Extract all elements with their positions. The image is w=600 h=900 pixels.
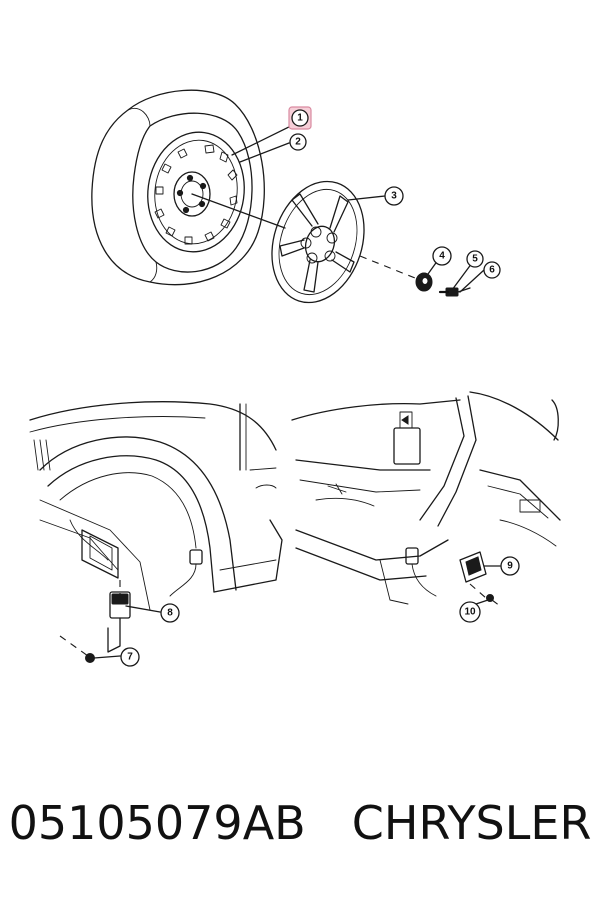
callout-2-label: 2 <box>295 137 301 148</box>
tire-outline <box>91 89 265 286</box>
tire-and-wheel-assembly <box>91 89 265 286</box>
wheel-rim-slots <box>154 144 238 245</box>
callout-4[interactable]: 4 <box>432 246 452 266</box>
wheel-hub <box>173 171 211 217</box>
wheel-cover <box>271 180 365 304</box>
callout-9[interactable]: 9 <box>500 556 520 576</box>
callout-3[interactable]: 3 <box>384 186 404 206</box>
part-number: 05105079AB <box>8 796 306 850</box>
callout-5[interactable]: 5 <box>466 250 484 268</box>
callout-6[interactable]: 6 <box>483 261 501 279</box>
callout-7[interactable]: 7 <box>120 647 140 667</box>
callout-3-label: 3 <box>391 191 397 202</box>
mounting-nut-left <box>85 653 95 663</box>
tire-sidewall <box>132 112 253 273</box>
brand-name: CHRYSLER <box>351 796 592 850</box>
wheel-bolt <box>438 287 471 297</box>
callout-9-label: 9 <box>507 561 513 572</box>
callout-7-label: 7 <box>127 652 133 663</box>
callout-4-label: 4 <box>439 251 445 262</box>
lug-studs <box>176 174 207 214</box>
callout-1[interactable]: 1 <box>288 106 312 130</box>
wheel-rim <box>147 131 245 253</box>
callout-8[interactable]: 8 <box>160 603 180 623</box>
callout-10[interactable]: 10 <box>459 601 481 623</box>
callout-6-label: 6 <box>489 265 495 276</box>
callout-8-label: 8 <box>167 608 173 619</box>
right-rocker-view <box>291 391 561 607</box>
lug-nut <box>415 272 433 292</box>
left-wheelwell-view <box>29 401 283 663</box>
callout-5-label: 5 <box>472 254 478 265</box>
callout-2[interactable]: 2 <box>289 133 307 151</box>
sensor-module-right <box>459 551 487 583</box>
callout-1-label: 1 <box>297 113 303 124</box>
sensor-module-left <box>107 591 131 653</box>
footer-caption: 05105079AB CHRYSLER <box>0 796 600 866</box>
callout-10-label: 10 <box>464 607 476 618</box>
